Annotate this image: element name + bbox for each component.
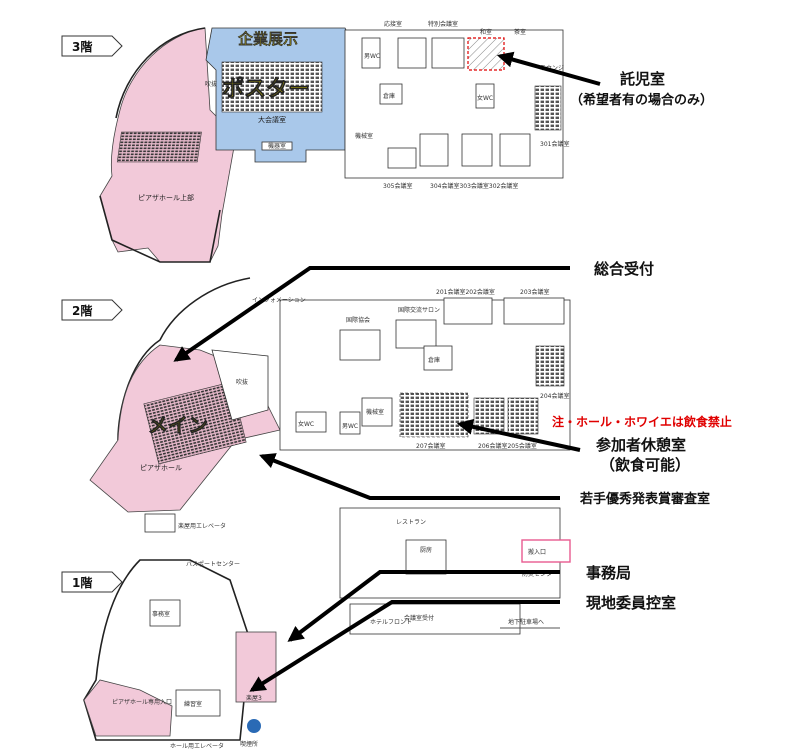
hall-upper-label: ピアザホール上部 [138,193,194,202]
smoking-label: 喫煙所 [240,740,258,748]
hall-upper-seats [116,131,202,163]
fukinuke-2 [211,349,269,421]
hall-label: ピアザホール [140,464,182,472]
r304-302-label: 304会議室303会議室302会議室 [430,182,518,190]
wakate-arrow [259,453,560,500]
takuji-note: （希望者有の場合のみ） [570,92,713,108]
souko-2-label: 倉庫 [428,356,440,364]
kokusai-label: 国際協会 [346,316,370,324]
gakuya-label: 楽屋3 [246,694,262,702]
smoking-icon [247,719,261,733]
floor-2: 2階 ピアザホール メイン 楽屋用エレベータ 吹抜 インフォメーション 国際協会… [61,260,732,533]
poster-overlay: ポスター [222,76,310,102]
elevator-2-label: 楽屋用エレベータ [178,522,226,530]
takuji-arrow [496,51,601,86]
hotel-label: ホテルフロント [370,619,412,626]
floor-1-label: 1階 [72,575,92,590]
jimushitsu-label: 事務室 [152,610,170,618]
kikai-2-label: 機械室 [366,408,384,416]
souko-3-label: 倉庫 [383,92,395,100]
floor-1-tag: 1階 [61,571,123,593]
fukinuke-3-label: 吹抜 [205,80,217,88]
r206-205-label: 206会議室205会議室 [478,442,537,450]
floor-1: 1階 ピアザホール専用入口 事務室 練習室 ホール用エレベータ パスポートセンタ… [61,507,676,750]
daikaigi-label: 大会議室 [258,115,286,124]
kaigishitsu-label: 会議室受付 [404,614,434,622]
kouryuu-label: 国際交流サロン [398,306,440,314]
chuubou-label: 厨房 [420,546,432,554]
chashitsu-label: 茶室 [514,28,526,36]
renshuu-label: 練習室 [184,700,202,708]
sougou-arrow [173,266,570,362]
wc-f-2: 女WC [298,420,314,428]
r207-room [399,392,469,438]
oosetsu-label: 応接室 [384,20,402,28]
jimukyoku-callout: 事務局 [586,564,631,582]
jimukyoku-arrow [287,570,560,642]
r204-label: 204会議室 [540,392,569,400]
main-overlay: メイン [148,413,208,437]
hall-elev-label: ホール用エレベータ [170,742,224,750]
r301-label: 301会議室 [540,140,569,148]
r305-label: 305会議室 [383,182,412,190]
kyuukei-callout: 参加者休憩室 [596,436,686,454]
daikaigi-seats [221,61,323,113]
info-label: インフォメーション [252,297,306,304]
washitsu-room [467,37,505,71]
lounge-label: ラウンジ [540,64,564,72]
exhibit-overlay: 企業展示 [237,30,298,48]
genchi-callout: 現地委員控室 [586,594,676,612]
washitsu-label: 和室 [480,28,492,36]
restaurant-label: レストラン [396,519,426,526]
wc-m-2: 男WC [342,423,358,430]
wc-f-3: 女WC [477,94,493,102]
r201-202-label: 201会議室202会議室 [436,288,495,296]
genchi-arrow [249,600,560,692]
r207-label: 207会議室 [416,442,445,450]
hall-entry-area [83,679,173,737]
floor-3-tag: 3階 [61,35,123,57]
tokubetsu-label: 特別会議室 [428,20,458,28]
floor-3-label: 3階 [72,39,92,54]
kyuukei-note: （飲食可能） [600,456,690,474]
hannyuu-room [521,539,571,563]
parking-label: 地下駐車場へ [508,618,544,626]
sougou-callout: 総合受付 [594,260,654,278]
kikai-3-label: 機械室 [355,132,373,140]
kishitsu-3-label: 機器室 [268,142,286,150]
fukinuke-2-label: 吹抜 [236,378,248,386]
passport-label: パスポートセンター [186,560,240,568]
hall-entry-label: ピアザホール専用入口 [112,698,172,706]
kyuukei-arrow [456,418,581,452]
r203-label: 203会議室 [520,288,549,296]
takuji-callout: 託児室 [620,70,665,88]
wc-m-3: 男WC [364,53,380,60]
floor-2-label: 2階 [72,303,92,318]
notice-text: 注・ホール・ホワイエは飲食禁止 [552,414,732,429]
floor-3: 3階 ピアザホール上部 大会議室 機器室 吹抜 男WC 応接室 特別会議室 和室… [61,20,713,263]
hannyuu-label: 搬入口 [528,548,546,556]
floor-2-tag: 2階 [61,299,123,321]
wakate-callout: 若手優秀発表賞審査室 [579,491,710,507]
office-pink-area [235,631,277,703]
